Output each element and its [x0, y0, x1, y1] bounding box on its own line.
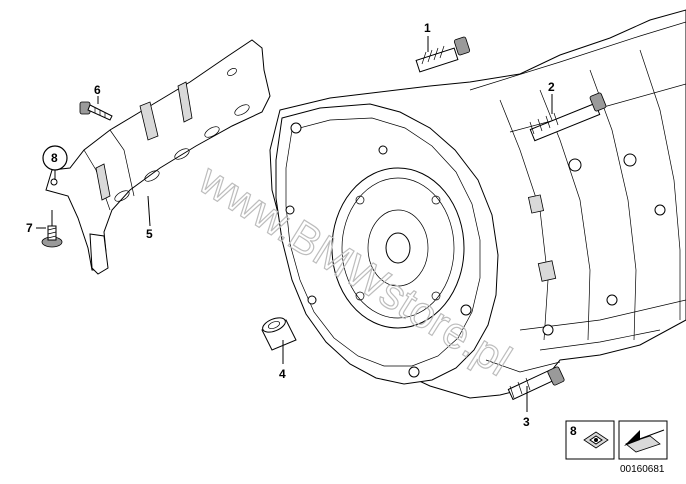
- sleeve-4: [261, 317, 297, 351]
- callout-3: 3: [523, 415, 530, 429]
- transmission-housing: [269, 9, 686, 399]
- bolt-3: [507, 366, 565, 401]
- legend-callout: 8: [570, 424, 577, 438]
- screw-7: [41, 210, 63, 248]
- callout-5: 5: [146, 227, 153, 241]
- legend-box: 8: [565, 420, 668, 460]
- clip-nut-icon: [583, 431, 609, 449]
- bolt-1: [415, 36, 471, 73]
- callout-2: 2: [548, 80, 555, 94]
- callout-8: 8: [51, 151, 58, 165]
- callout-4: 4: [279, 367, 286, 381]
- callout-1: 1: [424, 21, 431, 35]
- bolt-6: [79, 101, 113, 121]
- part-number: 00160681: [620, 464, 665, 475]
- callout-7: 7: [26, 221, 33, 235]
- heat-shield: [45, 39, 271, 275]
- arrow-icon: [624, 429, 665, 453]
- bolt-2: [529, 92, 607, 142]
- leader-lines: [36, 36, 553, 412]
- callout-8-circle: 8: [42, 145, 68, 171]
- callout-6: 6: [94, 83, 101, 97]
